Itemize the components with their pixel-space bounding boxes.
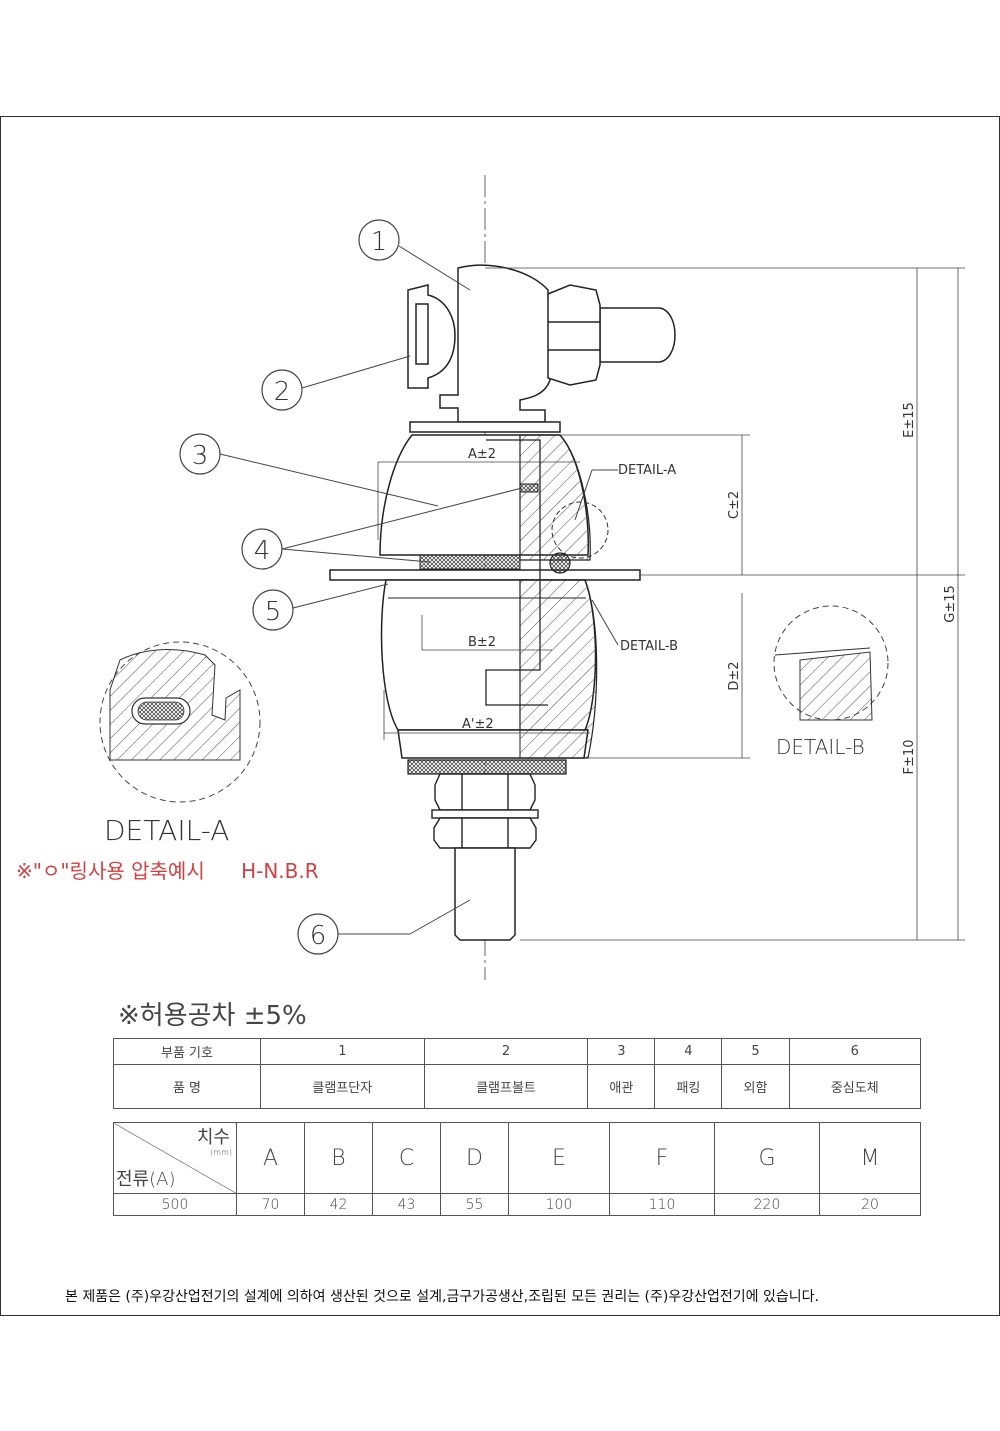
callout-6: 6 (297, 899, 471, 955)
dim-c-label: C±2 (727, 491, 742, 519)
terminal-plate (409, 421, 561, 433)
part-number-cell: 4 (654, 1038, 723, 1065)
hex-nuts (431, 773, 539, 849)
dim-b-label: B±2 (468, 635, 496, 650)
dim-e-label: E±15 (902, 402, 917, 438)
svg-text:6: 6 (310, 921, 327, 951)
dim-col-header: B (304, 1122, 373, 1194)
center-conductor (454, 847, 516, 941)
dim-col-header: A (236, 1122, 305, 1194)
dim-value: 100 (508, 1193, 610, 1216)
callout-5: 5 (252, 583, 389, 631)
dim-value: 110 (609, 1193, 715, 1216)
packing-lower (419, 554, 521, 570)
part-number-cell: 5 (721, 1038, 790, 1065)
part-name-cell: 애관 (587, 1064, 656, 1109)
dim-col-header: C (372, 1122, 441, 1194)
dim-a (377, 461, 580, 540)
tolerance-note: ※허용공차 ±5% (118, 1001, 307, 1031)
part-name-cell: 패킹 (654, 1064, 723, 1109)
detail-b-title: DETAIL-B (776, 735, 865, 759)
parts-row2-label: 품 명 (113, 1064, 261, 1109)
dim-col-header: F (609, 1122, 715, 1194)
dim-value: 220 (714, 1193, 820, 1216)
table-row: 500 70 42 43 55 100 110 220 20 (113, 1193, 921, 1216)
dim-a-label: A±2 (468, 447, 496, 462)
o-ring (549, 552, 571, 574)
part-number-cell: 1 (260, 1038, 425, 1065)
part-name-cell: 중심도체 (788, 1064, 921, 1109)
footer-copyright: 본 제품은 (주)우강산업전기의 설계에 의하여 생산된 것으로 설계,금구가공… (65, 1289, 819, 1305)
oring-material: H-N.B.R (241, 859, 319, 883)
dim-value: 43 (372, 1193, 441, 1216)
dim-a-prime-label: A'±2 (462, 717, 494, 732)
table-row: 품 명 클램프단자 클램프볼트 애관 패킹 외함 중심도체 (113, 1064, 921, 1109)
table-row: 치수 (mm) 전류(A) A B C D E F G M (113, 1122, 921, 1194)
clamp-bolt (547, 284, 676, 386)
dim-table-header: 치수 (mm) 전류(A) (113, 1122, 237, 1194)
svg-text:3: 3 (192, 441, 209, 471)
detail-a-view (99, 641, 261, 803)
part-number-cell: 3 (587, 1038, 656, 1065)
detail-a-marker (551, 501, 609, 559)
parts-row1-label: 부품 기호 (113, 1038, 261, 1065)
part-name-cell: 외함 (721, 1064, 790, 1109)
oring-note-text: ※"ㅇ"링사용 압축예시 (16, 859, 205, 883)
svg-text:1: 1 (371, 227, 388, 257)
section-hatch-upper (519, 434, 591, 561)
table-row: 부품 기호 1 2 3 4 5 6 (113, 1038, 921, 1065)
dim-value: 42 (304, 1193, 373, 1216)
callout-2: 2 (261, 355, 411, 411)
detail-a-title: DETAIL-A (104, 814, 229, 847)
svg-text:2: 2 (274, 377, 291, 407)
dimension-table: 치수 (mm) 전류(A) A B C D E F G M 500 70 42 … (113, 1122, 921, 1216)
parts-table: 부품 기호 1 2 3 4 5 6 품 명 클램프단자 클램프볼트 애관 패킹 … (113, 1038, 921, 1109)
oring-note: ※"ㅇ"링사용 압축예시 H-N.B.R (10, 855, 319, 884)
dim-col-header: M (819, 1122, 921, 1194)
dim-col-header: D (440, 1122, 509, 1194)
detail-b-ref-label: DETAIL-B (620, 639, 678, 654)
part-number-cell: 6 (788, 1038, 921, 1065)
base-washer (407, 759, 567, 775)
section-hatch-lower (519, 579, 598, 759)
dim-b (421, 615, 552, 651)
callout-4: 4 (241, 487, 523, 570)
current-value: 500 (113, 1193, 237, 1216)
part-number-cell: 2 (423, 1038, 589, 1065)
flange (329, 569, 641, 581)
clamp-terminal (407, 264, 551, 423)
callout-1: 1 (358, 219, 471, 291)
dim-lines-vertical (485, 267, 965, 941)
dim-d-label: D±2 (727, 661, 742, 690)
packing-upper (519, 483, 539, 493)
svg-text:5: 5 (265, 597, 282, 627)
header-current: 전류(A) (116, 1169, 176, 1190)
part-name-cell: 클램프단자 (260, 1064, 425, 1109)
detail-b-view (773, 605, 889, 721)
header-dimension: 치수 (196, 1127, 230, 1148)
part-name-cell: 클램프볼트 (423, 1064, 589, 1109)
conductor-inner (485, 439, 548, 706)
dim-value: 70 (236, 1193, 305, 1216)
detail-a-ref-label: DETAIL-A (618, 463, 676, 478)
svg-text:4: 4 (254, 536, 271, 566)
dim-col-header: G (714, 1122, 820, 1194)
callout-3: 3 (179, 433, 439, 507)
dim-a-prime (383, 690, 590, 740)
dim-value: 55 (440, 1193, 509, 1216)
dim-value: 20 (819, 1193, 921, 1216)
header-unit: (mm) (210, 1148, 232, 1157)
dim-f-label: F±10 (902, 740, 917, 775)
dim-col-header: E (508, 1122, 610, 1194)
dim-g-label: G±15 (943, 585, 958, 623)
